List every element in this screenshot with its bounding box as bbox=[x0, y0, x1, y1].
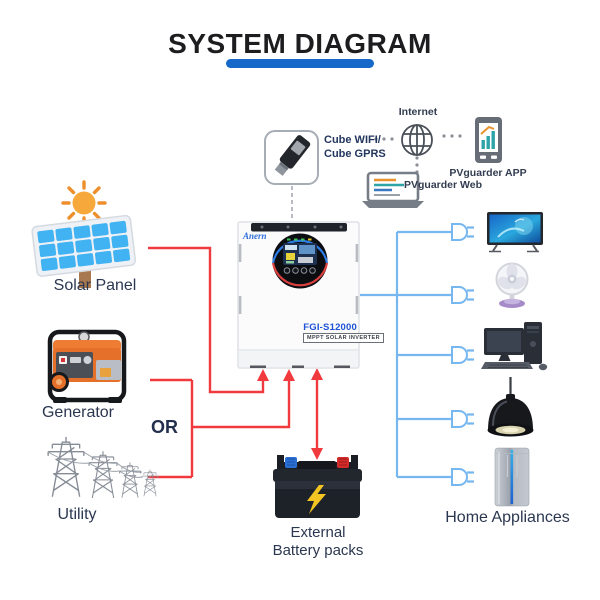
internet-icon bbox=[401, 124, 433, 156]
page-title: SYSTEM DIAGRAM bbox=[168, 28, 432, 59]
generator-label: Generator bbox=[41, 404, 115, 421]
fan-icon bbox=[495, 262, 529, 308]
dotted-links bbox=[374, 134, 462, 181]
cube-wifi-label-line2: Cube GPRS bbox=[324, 148, 386, 161]
title-underline bbox=[226, 59, 374, 68]
sun-icon bbox=[61, 180, 107, 226]
cube-wifi-icon bbox=[264, 130, 319, 185]
battery-icon bbox=[273, 455, 362, 518]
battery-label-line2: Battery packs bbox=[272, 541, 364, 559]
tv-icon bbox=[487, 212, 543, 253]
plug-icon-computer bbox=[451, 346, 474, 364]
solar-panel-label: Solar Panel bbox=[53, 277, 137, 294]
wire-arrowheads bbox=[257, 368, 323, 460]
solar-panel-icon bbox=[31, 214, 137, 288]
inverter-type-label: MPPT SOLAR INVERTER bbox=[303, 333, 384, 343]
cube-wifi-label-line1: Cube WIFI/ bbox=[324, 134, 381, 146]
plug-icon-lamp bbox=[451, 410, 474, 428]
pvguarder-web-label: PVguarder Web bbox=[404, 179, 482, 191]
inverter-icon bbox=[237, 221, 360, 369]
plug-icons bbox=[451, 223, 474, 486]
pendant-lamp-icon bbox=[487, 377, 534, 437]
utility-towers-icon bbox=[47, 436, 159, 499]
pvguarder-app-label: PVguarder APP bbox=[449, 167, 527, 179]
plug-icon-tv bbox=[451, 223, 474, 241]
home-appliances-label: Home Appliances bbox=[445, 509, 570, 526]
refrigerator-icon bbox=[494, 447, 530, 507]
inverter-display bbox=[271, 233, 329, 289]
inverter-brand: Anern bbox=[243, 231, 267, 241]
app-phone-icon bbox=[475, 117, 502, 163]
inverter-model: FGI-S12000 bbox=[303, 322, 357, 333]
plug-icon-fan bbox=[451, 286, 474, 304]
plug-icon-fridge bbox=[451, 468, 474, 486]
battery-label-line1: External bbox=[290, 524, 346, 541]
internet-label: Internet bbox=[398, 106, 438, 118]
web-laptop-icon bbox=[362, 171, 424, 208]
ac-output-wires bbox=[360, 230, 452, 479]
generator-icon bbox=[47, 329, 127, 403]
or-label: OR bbox=[151, 417, 178, 437]
utility-label: Utility bbox=[57, 506, 97, 523]
battery-label: External Battery packs bbox=[248, 524, 388, 559]
cube-wifi-label: Cube WIFI/ Cube GPRS bbox=[324, 133, 386, 162]
computer-icon bbox=[481, 322, 548, 371]
dc-input-wires bbox=[148, 246, 319, 479]
